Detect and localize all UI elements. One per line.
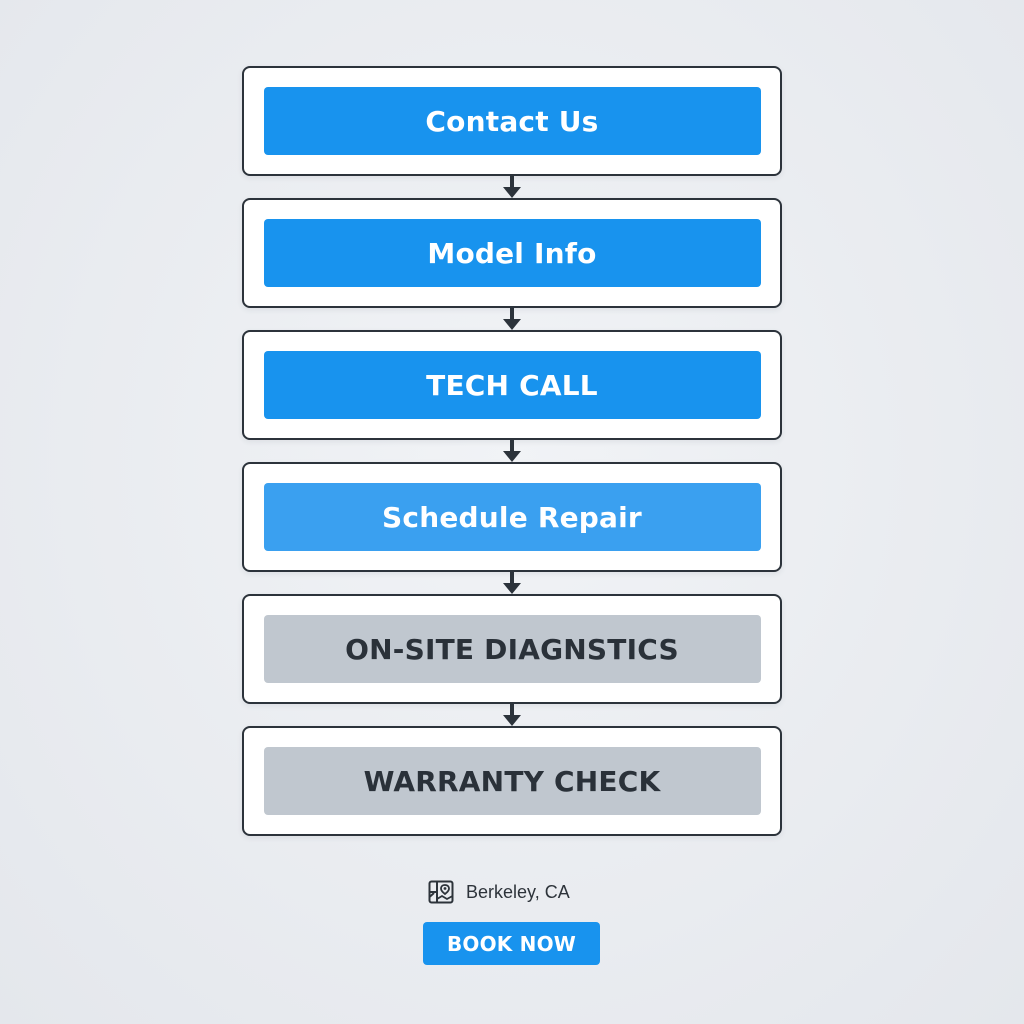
location-text: Berkeley, CA <box>466 881 570 902</box>
flow-arrow <box>242 572 782 594</box>
arrow-down-icon <box>503 451 521 462</box>
book-now-button[interactable]: BOOK NOW <box>423 922 600 965</box>
warranty-check-button[interactable]: WARRANTY CHECK <box>263 747 761 815</box>
arrow-line <box>510 572 514 586</box>
step-card-schedule-repair: Schedule Repair <box>242 462 782 572</box>
tech-call-button[interactable]: TECH CALL <box>263 351 761 419</box>
step-card-warranty-check: WARRANTY CHECK <box>242 726 782 836</box>
step-card-on-site-diagnostics: ON-SITE DIAGNSTICS <box>242 594 782 704</box>
flow-arrow <box>242 704 782 726</box>
model-info-button[interactable]: Model Info <box>263 219 761 287</box>
flow-arrow <box>242 308 782 330</box>
location: Berkeley, CA <box>428 880 570 904</box>
step-card-model-info: Model Info <box>242 198 782 308</box>
schedule-repair-button[interactable]: Schedule Repair <box>263 483 761 551</box>
arrow-line <box>510 176 514 190</box>
repair-flow: Contact Us Model Info TECH CALL Schedule… <box>242 66 782 836</box>
arrow-line <box>510 704 514 718</box>
map-icon <box>428 880 454 904</box>
contact-us-button[interactable]: Contact Us <box>263 87 761 155</box>
arrow-down-icon <box>503 583 521 594</box>
arrow-line <box>510 308 514 322</box>
flow-arrow <box>242 176 782 198</box>
arrow-down-icon <box>503 319 521 330</box>
step-card-tech-call: TECH CALL <box>242 330 782 440</box>
step-card-contact-us: Contact Us <box>242 66 782 176</box>
arrow-down-icon <box>503 715 521 726</box>
flow-arrow <box>242 440 782 462</box>
on-site-diagnostics-button[interactable]: ON-SITE DIAGNSTICS <box>263 615 761 683</box>
arrow-line <box>510 440 514 454</box>
arrow-down-icon <box>503 187 521 198</box>
